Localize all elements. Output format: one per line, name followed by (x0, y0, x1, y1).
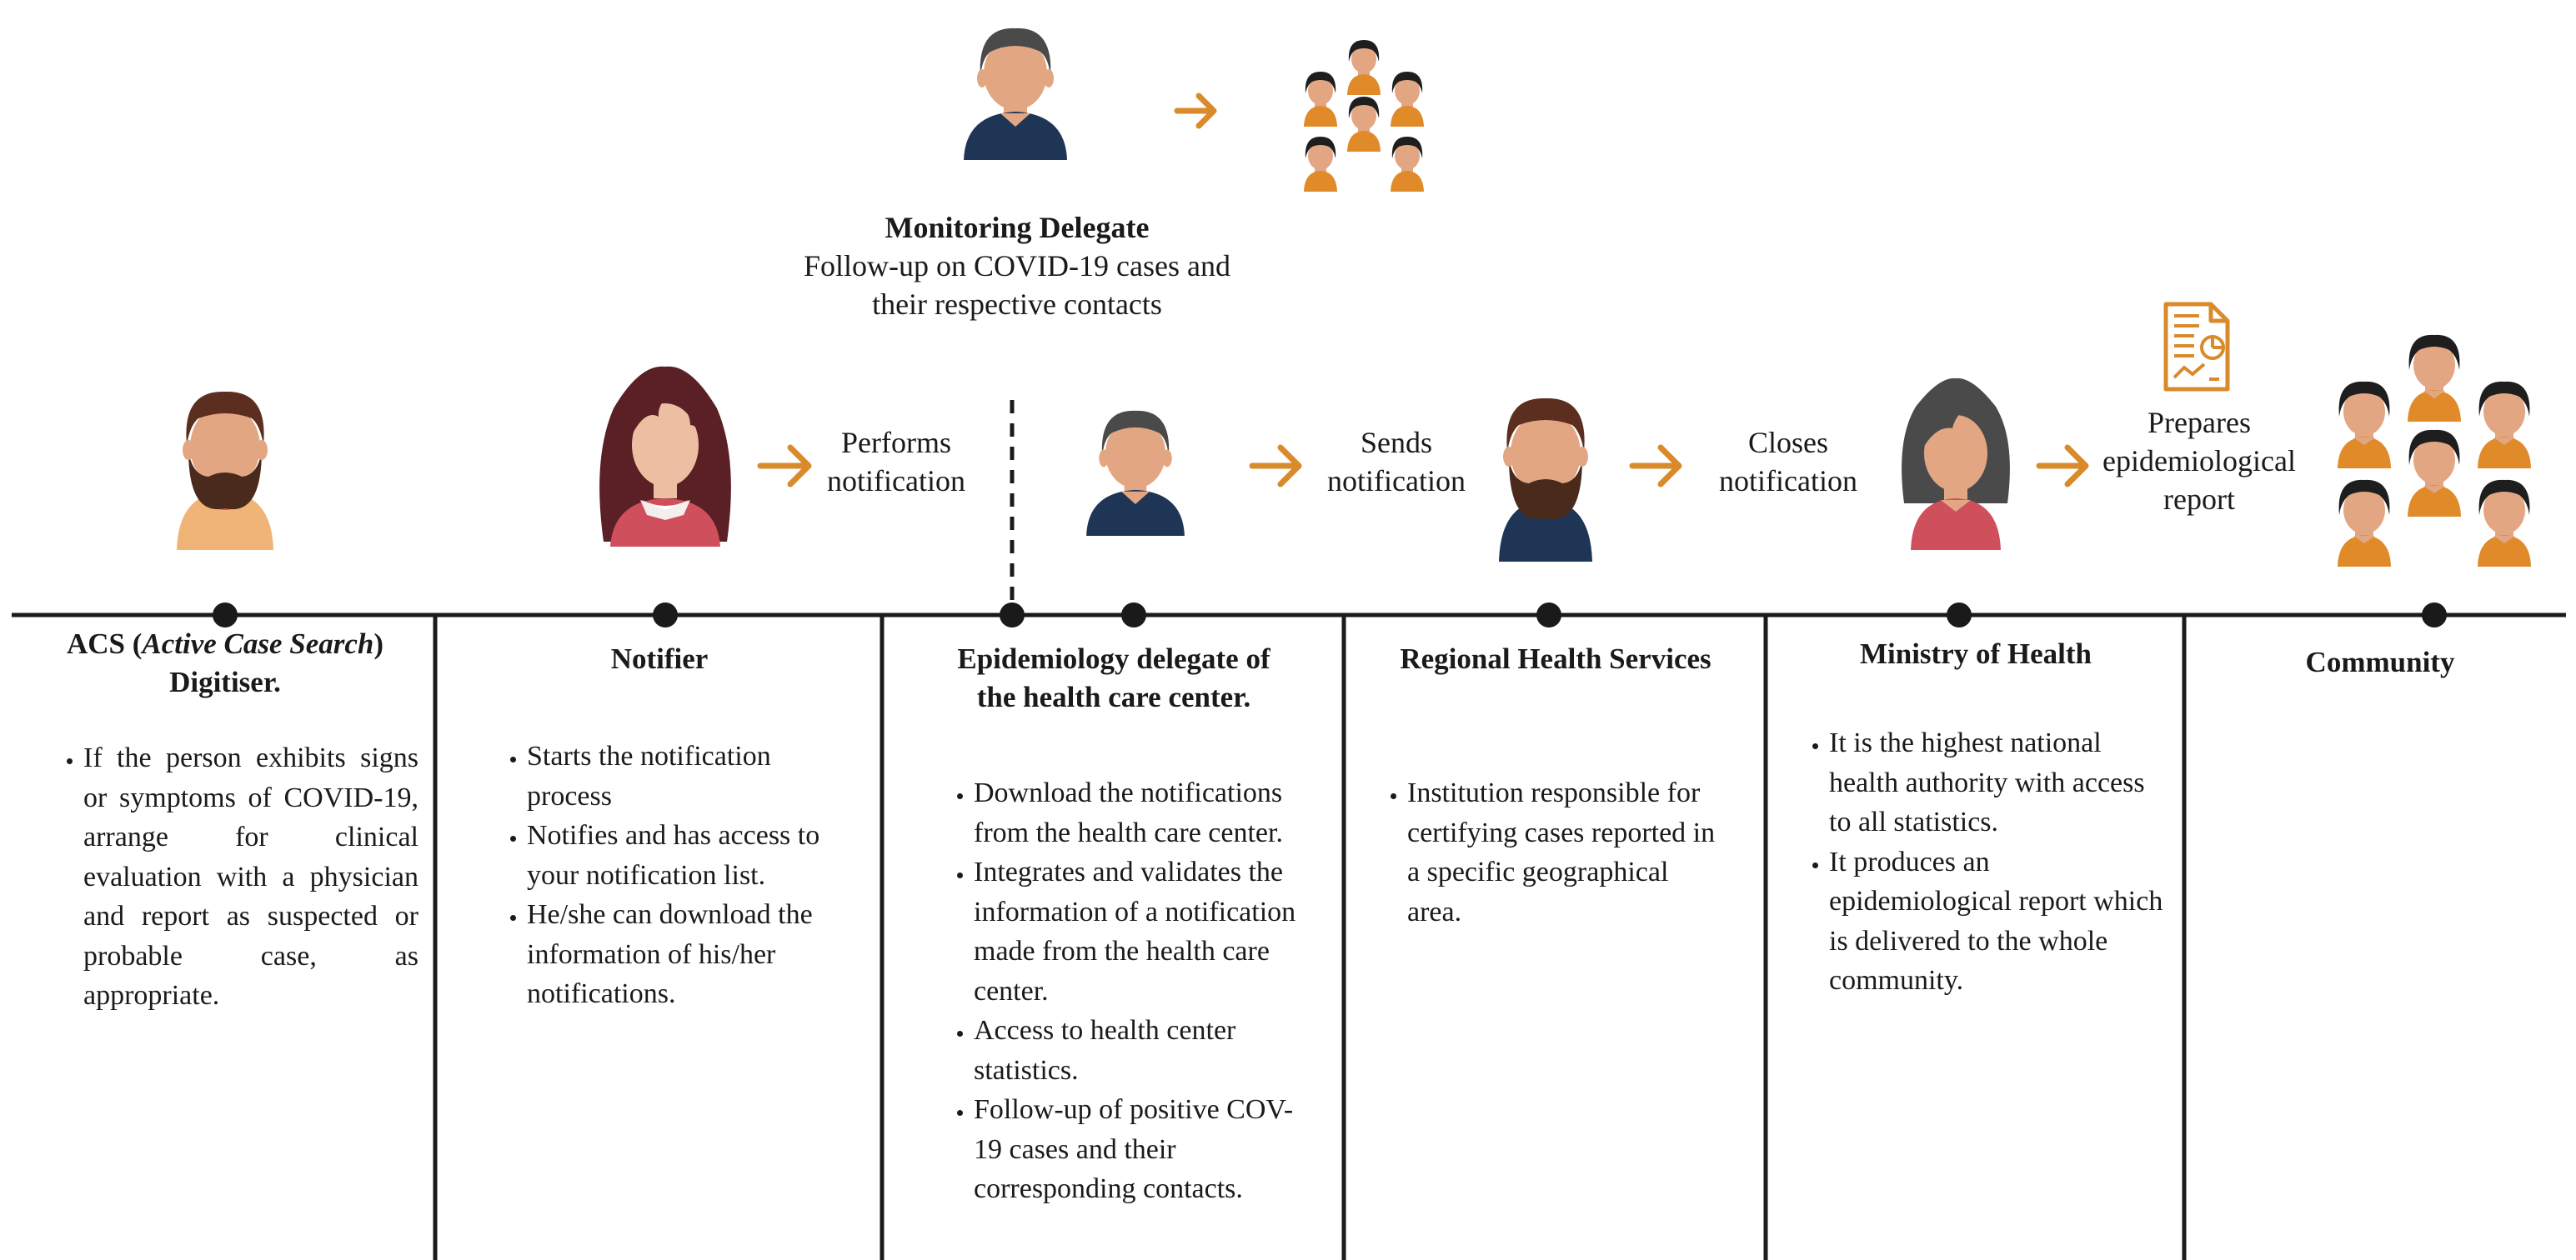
list-item: He/she can download the information of h… (527, 895, 862, 1014)
ministry-title: Ministry of Health (1859, 638, 2092, 670)
monitoring-delegate-title: Monitoring Delegate (885, 211, 1150, 244)
report-document-icon (2163, 302, 2230, 392)
list-item: Integrates and validates the information… (974, 852, 1317, 1011)
monitoring-delegate-line2: their respective contacts (872, 288, 1162, 321)
list-item: Starts the notification process (527, 737, 862, 816)
arrow-icon (1249, 444, 1302, 488)
list-item: Access to health center statistics. (974, 1011, 1317, 1090)
arrow-icon (757, 444, 812, 488)
arrow-icon (1629, 444, 1682, 488)
regional-health-avatar (1499, 398, 1592, 562)
monitoring-delegate-block: Monitoring Delegate Follow-up on COVID-1… (750, 208, 1284, 323)
list-item: It produces an epidemiological report wh… (1829, 842, 2164, 1001)
contacts-group-icon (1304, 40, 1424, 192)
list-item: Follow-up of positive COV-19 cases and t… (974, 1090, 1317, 1209)
notifier-avatar (599, 366, 731, 547)
timeline-markers (213, 602, 2447, 628)
monitoring-delegate-line1: Follow-up on COVID-19 cases and (804, 249, 1230, 282)
list-item: Institution responsible for certifying c… (1407, 773, 1726, 932)
ministry-description: It is the highest national health author… (1797, 723, 2164, 1001)
monitoring-delegate-avatar (964, 28, 1067, 160)
community-title: Community (2305, 646, 2455, 678)
list-item: Notifies and has access to your notifica… (527, 816, 862, 895)
closes-notification-label: Closes notification (1719, 426, 1857, 498)
arrow-icon (2036, 444, 2089, 488)
ministry-of-health-avatar (1902, 378, 2010, 550)
column-dividers (433, 615, 2187, 1260)
epidemiology-title: Epidemiology delegate of the health care… (957, 642, 1270, 713)
sends-notification-label: Sends notification (1327, 426, 1466, 498)
prepares-report-label: Prepares epidemiological report (2102, 406, 2296, 516)
list-item: Download the notifications from the heal… (974, 773, 1317, 852)
epidemiology-delegate-avatar (1086, 410, 1185, 536)
list-item: It is the highest national health author… (1829, 723, 2164, 842)
epidemiology-description: Download the notifications from the heal… (942, 773, 1317, 1209)
list-item: If the person exhibits signs or symptoms… (83, 738, 418, 1016)
performs-notification-label: Performs notification (827, 426, 965, 498)
acs-title: ACS (Active Case Search) Digitiser. (66, 628, 384, 698)
regional-health-description: Institution responsible for certifying c… (1376, 773, 1726, 932)
community-group-icon (2338, 334, 2531, 567)
acs-description: If the person exhibits signs or symptoms… (52, 738, 418, 1016)
notifier-description: Starts the notification process Notifies… (495, 737, 862, 1014)
arrow-icon (1174, 92, 1217, 129)
notifier-title: Notifier (610, 642, 709, 675)
regional-health-title: Regional Health Services (1400, 642, 1711, 675)
acs-digitiser-avatar (177, 391, 273, 550)
